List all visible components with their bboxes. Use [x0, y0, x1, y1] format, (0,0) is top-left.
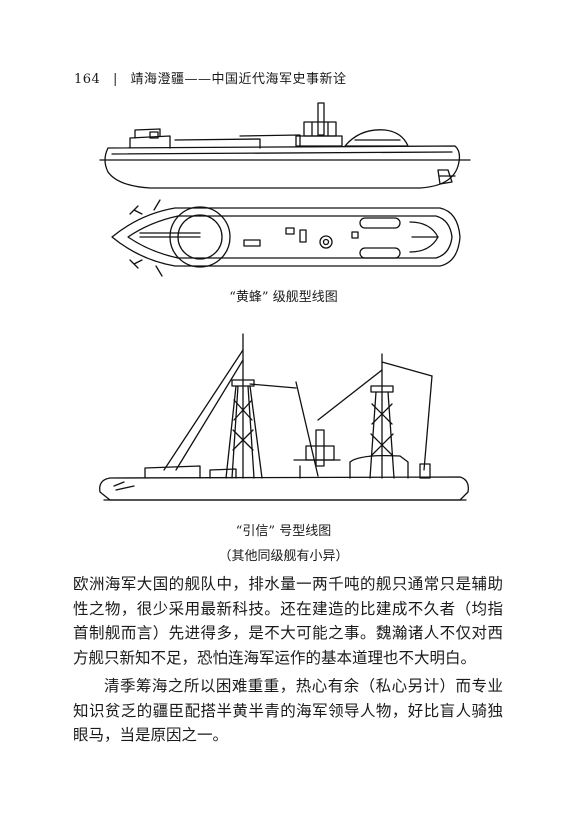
figure-1-caption: “黄蜂” 级舰型线图: [229, 290, 338, 305]
figure-2-caption: “引信” 号型线图: [235, 524, 332, 539]
book-title: 靖海澄疆——中国近代海军史事新诠: [130, 72, 347, 87]
figure-2-subcaption: （其他同级舰有小异）: [218, 549, 349, 564]
fuse-class-side-view: [99, 333, 469, 501]
paragraph: 欧洲海军大国的舰队中，排水量一两千吨的舰只通常只是辅助性之物，很少采用最新科技。…: [73, 575, 503, 667]
page-number: 164: [74, 72, 101, 87]
body-text: 欧洲海军大国的舰队中，排水量一两千吨的舰只通常只是辅助性之物，很少采用最新科技。…: [73, 572, 503, 748]
header-separator: |: [112, 72, 118, 87]
wasp-class-side-view: [99, 102, 471, 189]
wasp-class-deck-plan: [111, 199, 461, 277]
paragraph: 清季筹海之所以困难重重，热心有余（私心另计）而专业知识贫乏的疆臣配搭半黄半青的海…: [73, 677, 503, 744]
running-header: 164 | 靖海澄疆——中国近代海军史事新诠: [74, 68, 347, 87]
